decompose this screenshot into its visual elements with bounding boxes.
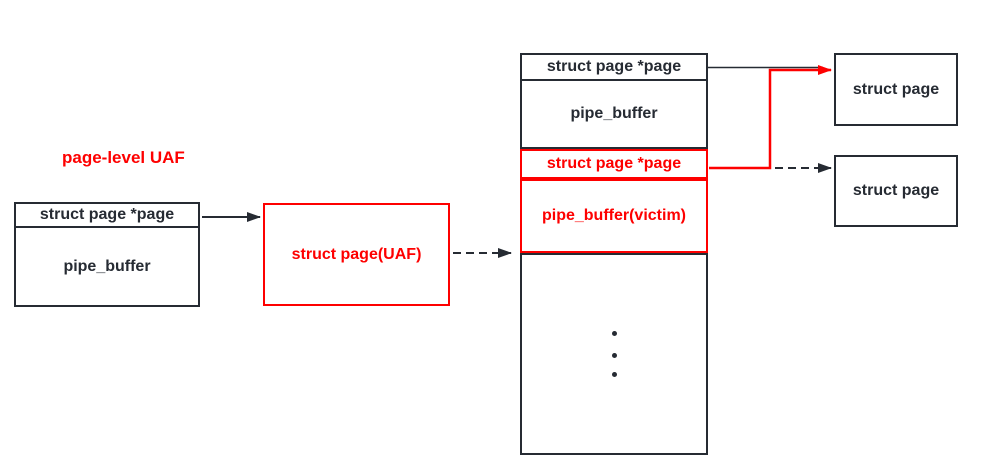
tall-box-pipe-buffer-row: pipe_buffer [520,79,708,149]
struct-page-bottom-box: struct page [834,155,958,227]
left-pipe-buffer-box: struct page *page pipe_buffer [14,202,200,307]
tall-box-page-pointer-row: struct page *page [520,53,708,81]
vertical-ellipsis-dot [612,331,617,336]
struct-page-uaf-box: struct page(UAF) [263,203,450,306]
arrow-victim-pointer-to-struct-page-top [709,65,832,170]
tall-box-pipe-buffer-victim-row: pipe_buffer(victim) [520,179,708,253]
page-level-uaf-label: page-level UAF [62,148,185,167]
struct-page-bottom-label: struct page [852,182,940,199]
vertical-ellipsis-dot [612,353,617,358]
vertical-ellipsis-dot [612,372,617,377]
struct-page-uaf-label: struct page(UAF) [291,245,422,263]
pipe-buffer-array-box: struct page *page pipe_buffer struct pag… [520,53,708,455]
struct-page-top-label: struct page [852,80,940,98]
struct-page-top-box: struct page [834,53,958,126]
tall-box-victim-page-pointer-row: struct page *page [520,149,708,179]
left-box-pipe-buffer-label: pipe_buffer [63,257,151,275]
left-box-page-pointer-row: struct page *page [16,204,198,228]
